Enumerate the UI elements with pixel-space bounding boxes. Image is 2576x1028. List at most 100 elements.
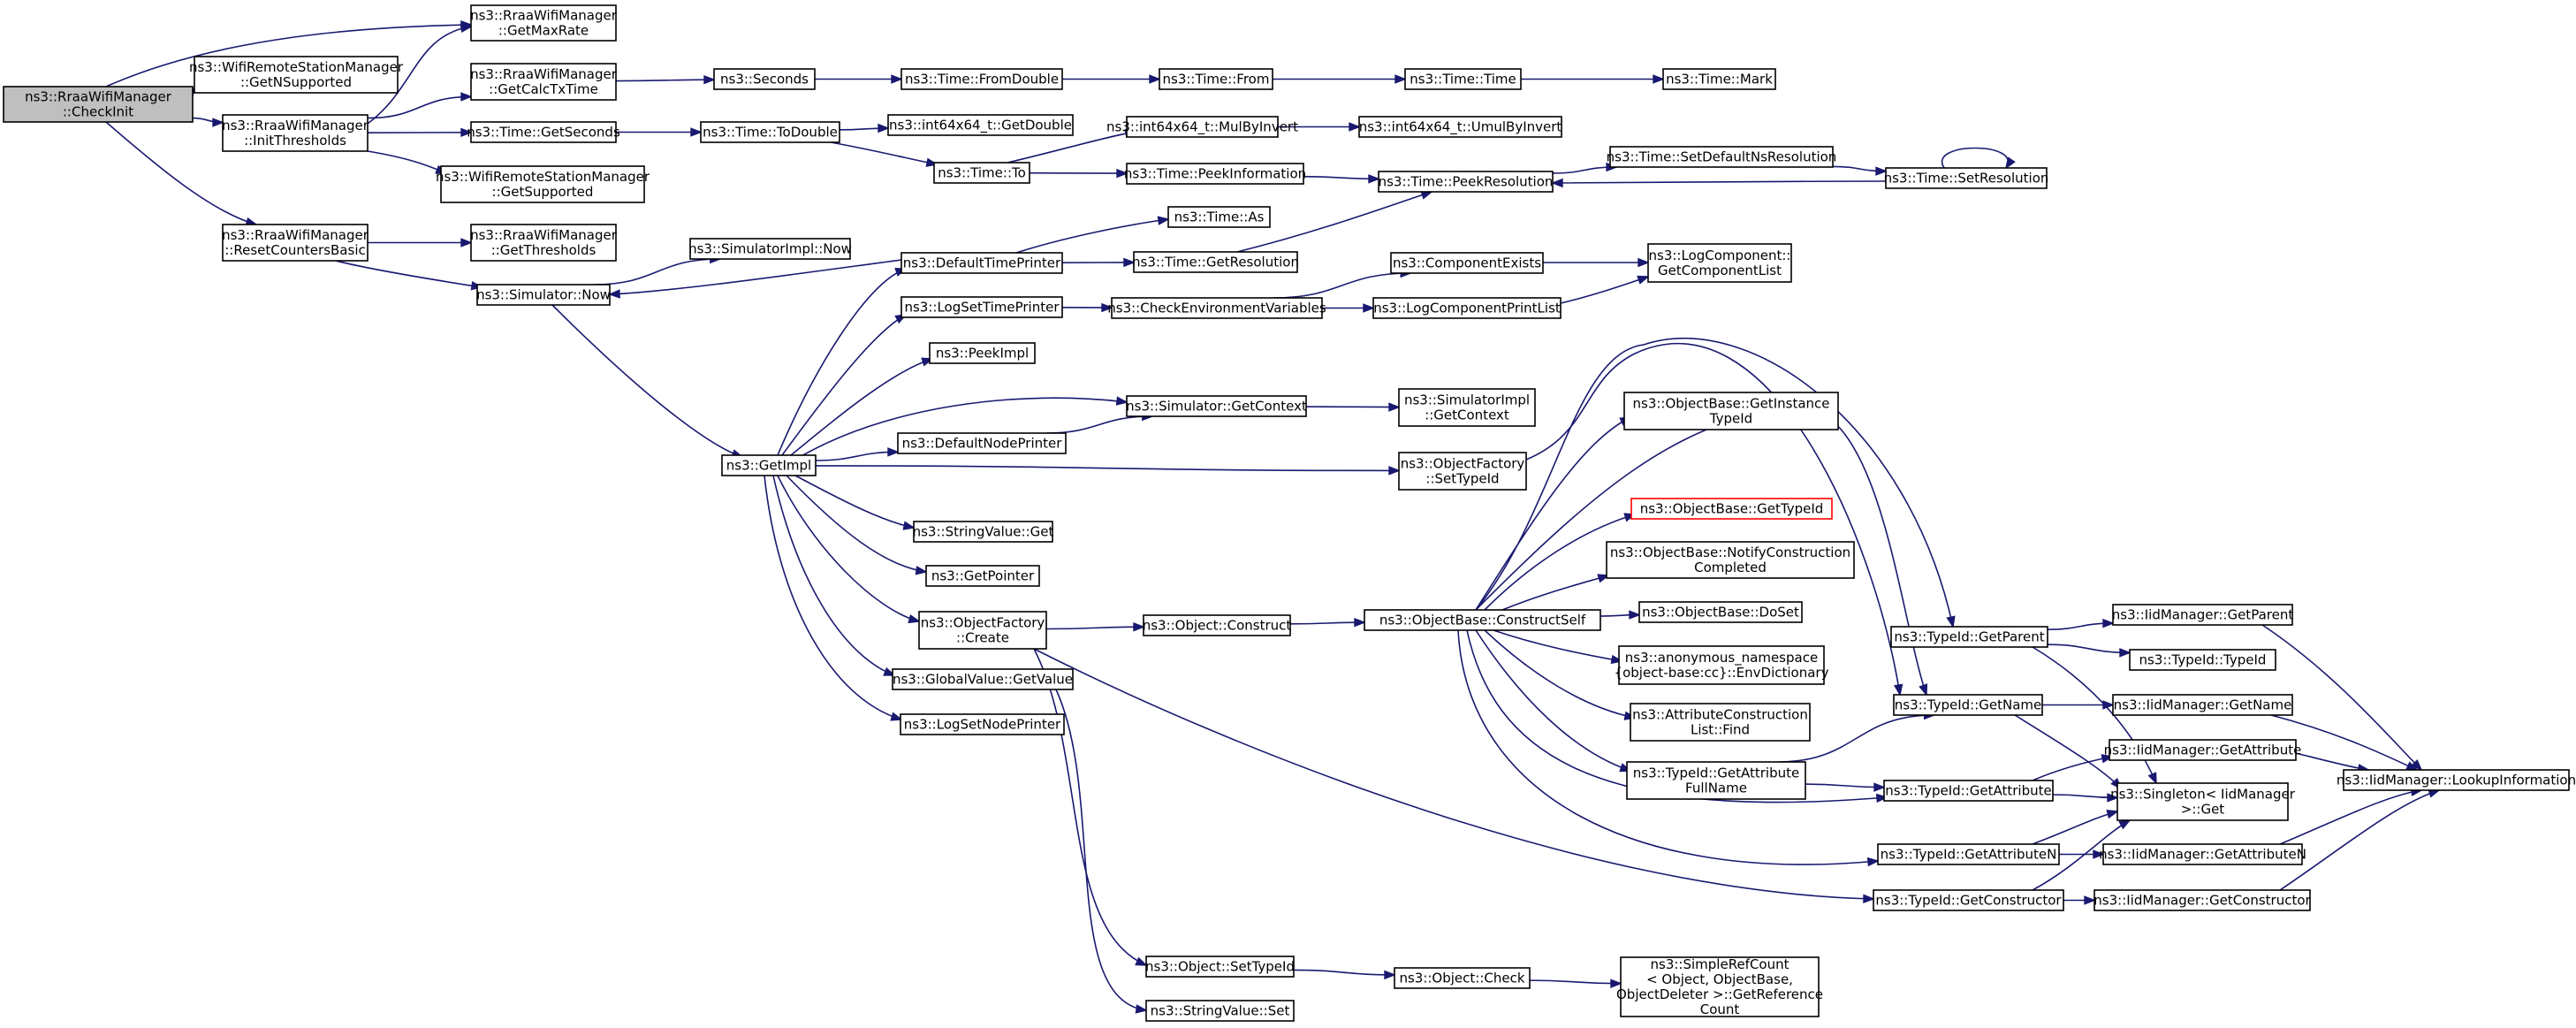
node-getreferencecount[interactable]: ns3::SimpleRefCount< Object, ObjectBase,… bbox=[1616, 956, 1823, 1017]
edge-logcompprintlist-to-getcomponentlist bbox=[1560, 275, 1650, 304]
node-iidgetattributen[interactable]: ns3::IidManager::GetAttributeN bbox=[2099, 843, 2306, 865]
node-envdictionary[interactable]: ns3::anonymous_namespace{object-base:cc}… bbox=[1615, 645, 1829, 685]
node-objfactorycreate[interactable]: ns3::ObjectFactory::Create bbox=[918, 611, 1047, 650]
node-getsupported[interactable]: ns3::WifiRemoteStationManager::GetSuppor… bbox=[436, 165, 650, 203]
node-simnow[interactable]: ns3::Simulator::Now bbox=[476, 284, 611, 306]
edge-getseconds-to-todouble bbox=[616, 127, 703, 137]
node-todouble[interactable]: ns3::Time::ToDouble bbox=[700, 121, 840, 143]
node-logsettimeprinter[interactable]: ns3::LogSetTimePrinter bbox=[900, 296, 1063, 318]
node-typeidgetparent[interactable]: ns3::TypeId::GetParent bbox=[1890, 626, 2048, 648]
node-iidgetconstructor[interactable]: ns3::IidManager::GetConstructor bbox=[2093, 889, 2312, 911]
node-fromdouble[interactable]: ns3::Time::FromDouble bbox=[900, 68, 1063, 90]
node-constructself[interactable]: ns3::ObjectBase::ConstructSelf bbox=[1364, 609, 1601, 631]
node-label-line: ns3::IidManager::GetAttributeN bbox=[2099, 847, 2306, 863]
node-objfactorysettypeid[interactable]: ns3::ObjectFactory::SetTypeId bbox=[1398, 452, 1527, 491]
node-getcalctxtime[interactable]: ns3::RraaWifiManager::GetCalcTxTime bbox=[470, 63, 618, 101]
node-peekimpl[interactable]: ns3::PeekImpl bbox=[929, 342, 1036, 364]
node-label-line: ns3::Time::Mark bbox=[1666, 72, 1773, 88]
node-label-line: ns3::Time::ToDouble bbox=[703, 125, 838, 141]
node-checkenv[interactable]: ns3::CheckEnvironmentVariables bbox=[1107, 297, 1326, 319]
node-from[interactable]: ns3::Time::From bbox=[1159, 68, 1273, 90]
node-getimpl[interactable]: ns3::GetImpl bbox=[721, 454, 817, 476]
edge-from-to-timetime bbox=[1273, 74, 1407, 84]
edge-initthresholds-to-getmaxrate bbox=[367, 23, 473, 125]
node-timetime[interactable]: ns3::Time::Time bbox=[1404, 68, 1522, 90]
node-defaulttimeprinter[interactable]: ns3::DefaultTimePrinter bbox=[900, 252, 1063, 274]
node-seconds[interactable]: ns3::Seconds bbox=[713, 68, 816, 90]
node-lookupinformation[interactable]: ns3::IidManager::LookupInformation bbox=[2337, 769, 2576, 791]
node-getnsupported[interactable]: ns3::WifiRemoteStationManager::GetNSuppo… bbox=[189, 56, 404, 94]
node-timeas[interactable]: ns3::Time::As bbox=[1167, 206, 1271, 228]
node-resetcounters[interactable]: ns3::RraaWifiManager::ResetCountersBasic bbox=[222, 224, 369, 262]
node-iidgetparent[interactable]: ns3::IidManager::GetParent bbox=[2112, 604, 2294, 626]
node-iidgetname[interactable]: ns3::IidManager::GetName bbox=[2112, 694, 2293, 716]
edge-peekinformation-to-peekresolution bbox=[1303, 174, 1380, 184]
node-typeidgetname[interactable]: ns3::TypeId::GetName bbox=[1893, 694, 2043, 716]
node-notifyconstruction[interactable]: ns3::ObjectBase::NotifyConstructionCompl… bbox=[1606, 541, 1855, 579]
node-simimplgetcontext[interactable]: ns3::SimulatorImpl::GetContext bbox=[1398, 388, 1536, 427]
edge-setdefaultnsres-to-setresolution bbox=[1832, 165, 1888, 176]
node-label-line: ::GetSupported bbox=[492, 184, 594, 200]
node-label-line: ns3::TypeId::GetConstructor bbox=[1875, 893, 2062, 909]
node-logsetnodeprinter[interactable]: ns3::LogSetNodePrinter bbox=[900, 713, 1065, 735]
node-label-line: ObjectDeleter >::GetReference bbox=[1616, 986, 1823, 1002]
node-int64getdouble[interactable]: ns3::int64x64_t::GetDouble bbox=[887, 114, 1074, 136]
node-singletonget[interactable]: ns3::Singleton< IidManager >::Get bbox=[2110, 782, 2296, 821]
node-label-line: ns3::ObjectBase::GetInstance bbox=[1633, 396, 1830, 412]
node-componentexists[interactable]: ns3::ComponentExists bbox=[1390, 252, 1544, 274]
edge-constructself-to-getinstancetypeid bbox=[1475, 416, 1632, 611]
node-getpointer[interactable]: ns3::GetPointer bbox=[925, 565, 1040, 587]
node-label-line: ::InitThresholds bbox=[244, 133, 346, 148]
node-objbasegettypeid[interactable]: ns3::ObjectBase::GetTypeId bbox=[1630, 498, 1833, 520]
node-timeto[interactable]: ns3::Time::To bbox=[933, 162, 1030, 184]
node-iidgetattribute[interactable]: ns3::IidManager::GetAttribute bbox=[2104, 739, 2302, 761]
node-globalvaluegetvalue[interactable]: ns3::GlobalValue::GetValue bbox=[892, 668, 1074, 690]
node-objectcheck[interactable]: ns3::Object::Check bbox=[1394, 967, 1531, 989]
node-stringvalueset[interactable]: ns3::StringValue::Set bbox=[1145, 1000, 1295, 1022]
node-label-line: < Object, ObjectBase, bbox=[1646, 971, 1793, 987]
node-logcompprintlist[interactable]: ns3::LogComponentPrintList bbox=[1372, 297, 1562, 319]
node-defaultnodeprinter[interactable]: ns3::DefaultNodePrinter bbox=[897, 432, 1067, 454]
node-label-line: ns3::GlobalValue::GetValue bbox=[893, 672, 1073, 688]
node-peekresolution[interactable]: ns3::Time::PeekResolution bbox=[1378, 171, 1554, 193]
node-label-line: ns3::AttributeConstruction bbox=[1632, 707, 1808, 723]
node-label-line: ns3::Time::PeekInformation bbox=[1124, 166, 1306, 182]
node-label-line: ns3::ObjectBase::NotifyConstruction bbox=[1610, 544, 1850, 560]
node-simimplnow[interactable]: ns3::SimulatorImpl::Now bbox=[688, 238, 852, 260]
node-doset[interactable]: ns3::ObjectBase::DoSet bbox=[1638, 601, 1803, 623]
node-getcomponentlist[interactable]: ns3::LogComponent::GetComponentList bbox=[1647, 243, 1792, 283]
node-typeidtypeid[interactable]: ns3::TypeId::TypeId bbox=[2129, 649, 2276, 671]
node-getmaxrate[interactable]: ns3::RraaWifiManager::GetMaxRate bbox=[470, 4, 618, 42]
node-label-line: {object-base:cc}::EnvDictionary bbox=[1615, 665, 1829, 681]
node-label-line: ns3::RraaWifiManager bbox=[222, 118, 369, 133]
node-peekinformation[interactable]: ns3::Time::PeekInformation bbox=[1124, 163, 1306, 185]
node-simgetcontext[interactable]: ns3::Simulator::GetContext bbox=[1126, 395, 1307, 417]
node-getresolution[interactable]: ns3::Time::GetResolution bbox=[1132, 251, 1299, 273]
node-mulbyinvert[interactable]: ns3::int64x64_t::MulByInvert bbox=[1106, 116, 1298, 138]
edge-initthresholds-to-getseconds bbox=[367, 127, 473, 138]
node-setdefaultnsres[interactable]: ns3::Time::SetDefaultNsResolution bbox=[1607, 146, 1837, 168]
node-umulbyinvert[interactable]: ns3::int64x64_t::UmulByInvert bbox=[1358, 116, 1562, 138]
node-checkinit[interactable]: ns3::RraaWifiManager::CheckInit bbox=[3, 86, 194, 123]
edge-seconds-to-fromdouble bbox=[815, 74, 903, 84]
node-typeidgetattribute[interactable]: ns3::TypeId::GetAttribute bbox=[1883, 780, 2054, 802]
node-objectsettypeid[interactable]: ns3::Object::SetTypeId bbox=[1145, 956, 1295, 978]
node-getthresholds[interactable]: ns3::RraaWifiManager::GetThresholds bbox=[470, 224, 618, 262]
node-label-line: ns3::TypeId::GetAttribute bbox=[1885, 783, 2051, 799]
node-mark[interactable]: ns3::Time::Mark bbox=[1662, 68, 1776, 90]
node-label-line: ns3::int64x64_t::GetDouble bbox=[889, 118, 1072, 134]
node-objectconstruct[interactable]: ns3::Object::Construct bbox=[1143, 614, 1292, 636]
node-typeidgetconstructor[interactable]: ns3::TypeId::GetConstructor bbox=[1873, 889, 2064, 911]
node-initthresholds[interactable]: ns3::RraaWifiManager::InitThresholds bbox=[222, 114, 369, 152]
node-label-line: ns3::RraaWifiManager bbox=[25, 89, 172, 105]
node-typeidgetattributen[interactable]: ns3::TypeId::GetAttributeN bbox=[1877, 843, 2060, 865]
edge-getimpl-to-stringvalueget bbox=[794, 475, 916, 530]
node-setresolution[interactable]: ns3::Time::SetResolution bbox=[1884, 167, 2049, 189]
edge-getimpl-to-defaultnodeprinter bbox=[815, 447, 900, 461]
node-getseconds[interactable]: ns3::Time::GetSeconds bbox=[467, 121, 620, 143]
node-stringvalueget[interactable]: ns3::StringValue::Get bbox=[913, 521, 1054, 543]
edge-objectsettypeid-to-objectcheck bbox=[1293, 969, 1396, 980]
